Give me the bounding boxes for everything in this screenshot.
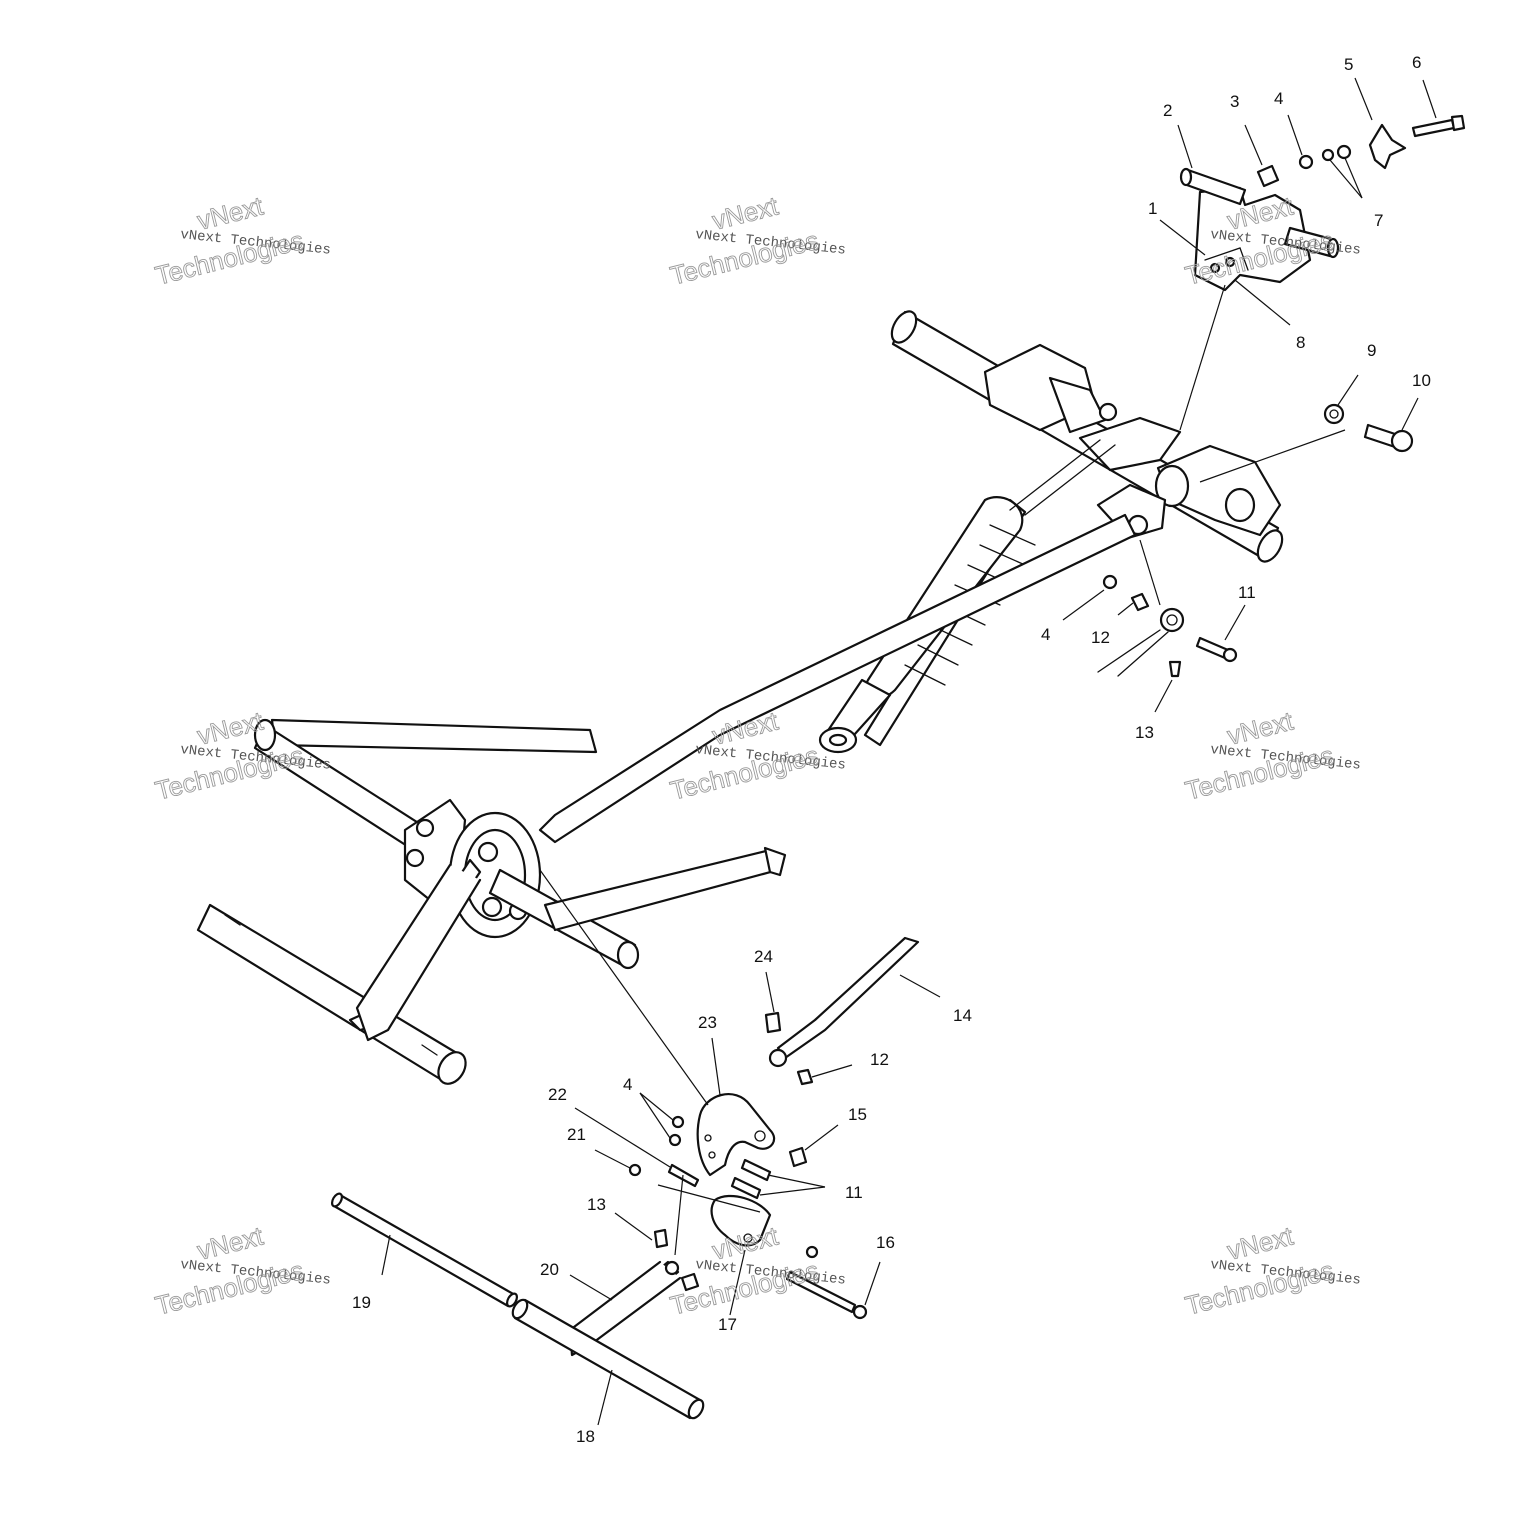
callout-12-top: 12 bbox=[1091, 628, 1110, 647]
part-23-upper-plate bbox=[696, 1093, 776, 1177]
watermark-tile: vNext vNext Technologies Technologies bbox=[1182, 705, 1362, 806]
rod-end-upper bbox=[1097, 607, 1185, 677]
part-18-shaft bbox=[511, 1298, 705, 1420]
callout-22: 22 bbox=[548, 1085, 567, 1104]
callout-8: 8 bbox=[1296, 333, 1305, 352]
part-12-bushing bbox=[1130, 592, 1150, 612]
callout-17: 17 bbox=[718, 1315, 737, 1334]
lower-exploded-parts bbox=[330, 936, 920, 1420]
callout-6: 6 bbox=[1412, 53, 1421, 72]
callout-5: 5 bbox=[1344, 55, 1353, 74]
watermark-tile: vNext vNext Technologies Technologies bbox=[667, 190, 847, 291]
callout-24: 24 bbox=[754, 947, 773, 966]
part-6-bolt bbox=[1411, 114, 1466, 138]
part-15-bushing bbox=[788, 1146, 808, 1168]
part-14-rod bbox=[768, 936, 920, 1068]
part-4-nut-mid bbox=[1102, 574, 1118, 590]
watermarks: vNext vNext Technologies Technologies vN… bbox=[152, 190, 1362, 1321]
part-lower-plate bbox=[710, 1195, 772, 1247]
callout-10: 10 bbox=[1412, 371, 1431, 390]
part-9-nut bbox=[1323, 403, 1345, 425]
part-5-knob bbox=[1368, 123, 1407, 170]
watermark-tile: vNext vNext Technologies Technologies bbox=[667, 705, 847, 806]
callout-1: 1 bbox=[1148, 199, 1157, 218]
callout-20: 20 bbox=[540, 1260, 559, 1279]
part-4-nuts-lower bbox=[668, 1115, 685, 1147]
callout-21: 21 bbox=[567, 1125, 586, 1144]
part-nut-right bbox=[805, 1245, 819, 1259]
part-13-grease-lower bbox=[653, 1228, 669, 1249]
callout-3: 3 bbox=[1230, 92, 1239, 111]
callout-13-top: 13 bbox=[1135, 723, 1154, 742]
upper-bracket-assembly bbox=[983, 343, 1282, 540]
leader-lines bbox=[381, 77, 1437, 1426]
watermark-tile: vNext vNext Technologies Technologies bbox=[667, 1220, 847, 1321]
callout-9: 9 bbox=[1367, 341, 1376, 360]
part-16-bolt bbox=[785, 1270, 868, 1320]
front-cross-shaft bbox=[196, 858, 482, 1085]
callout-2: 2 bbox=[1163, 101, 1172, 120]
callout-15: 15 bbox=[848, 1105, 867, 1124]
part-24-grease-fitting bbox=[764, 1011, 782, 1034]
callout-13-low: 13 bbox=[587, 1195, 606, 1214]
callout-12-low: 12 bbox=[870, 1050, 889, 1069]
callout-19: 19 bbox=[352, 1293, 371, 1312]
part-12-bushing-lower bbox=[796, 1068, 814, 1086]
long-tie-rod bbox=[538, 439, 1137, 844]
watermark-tile: vNext vNext Technologies Technologies bbox=[1182, 1220, 1362, 1321]
callout-16: 16 bbox=[876, 1233, 895, 1252]
main-suspension-assembly bbox=[196, 310, 1284, 1085]
part-10-bolt bbox=[1363, 423, 1414, 453]
part-21-nut bbox=[628, 1163, 642, 1177]
part-1-bracket bbox=[1193, 186, 1312, 292]
part-7-washers bbox=[1321, 144, 1352, 162]
callout-7: 7 bbox=[1374, 211, 1383, 230]
callout-14: 14 bbox=[953, 1006, 972, 1025]
callout-11-low: 11 bbox=[845, 1183, 863, 1202]
callout-4-low: 4 bbox=[623, 1075, 632, 1094]
part-17-bushing bbox=[680, 1272, 700, 1292]
part-11-bolts-lower bbox=[730, 1158, 772, 1200]
upper-exploded-parts bbox=[1097, 114, 1466, 678]
callout-18: 18 bbox=[576, 1427, 595, 1446]
part-11-bolt bbox=[1195, 636, 1238, 663]
callout-11-top: 11 bbox=[1238, 583, 1256, 602]
part-13-grease-fitting bbox=[1168, 660, 1182, 678]
watermark-tile: vNext vNext Technologies Technologies bbox=[152, 1220, 332, 1321]
front-arm-tube bbox=[253, 718, 598, 864]
part-2-pin bbox=[1179, 167, 1340, 259]
callout-4-top: 4 bbox=[1274, 89, 1283, 108]
part-19-shaft bbox=[330, 1192, 519, 1308]
callout-23: 23 bbox=[698, 1013, 717, 1032]
callout-4-mid: 4 bbox=[1041, 625, 1050, 644]
callout-labels: 1 2 3 4 5 6 7 8 9 10 4 12 11 13 24 14 23… bbox=[352, 53, 1431, 1446]
part-3-bushing bbox=[1256, 164, 1280, 188]
watermark-tile: vNext vNext Technologies Technologies bbox=[152, 190, 332, 291]
part-4-nut bbox=[1298, 154, 1314, 170]
